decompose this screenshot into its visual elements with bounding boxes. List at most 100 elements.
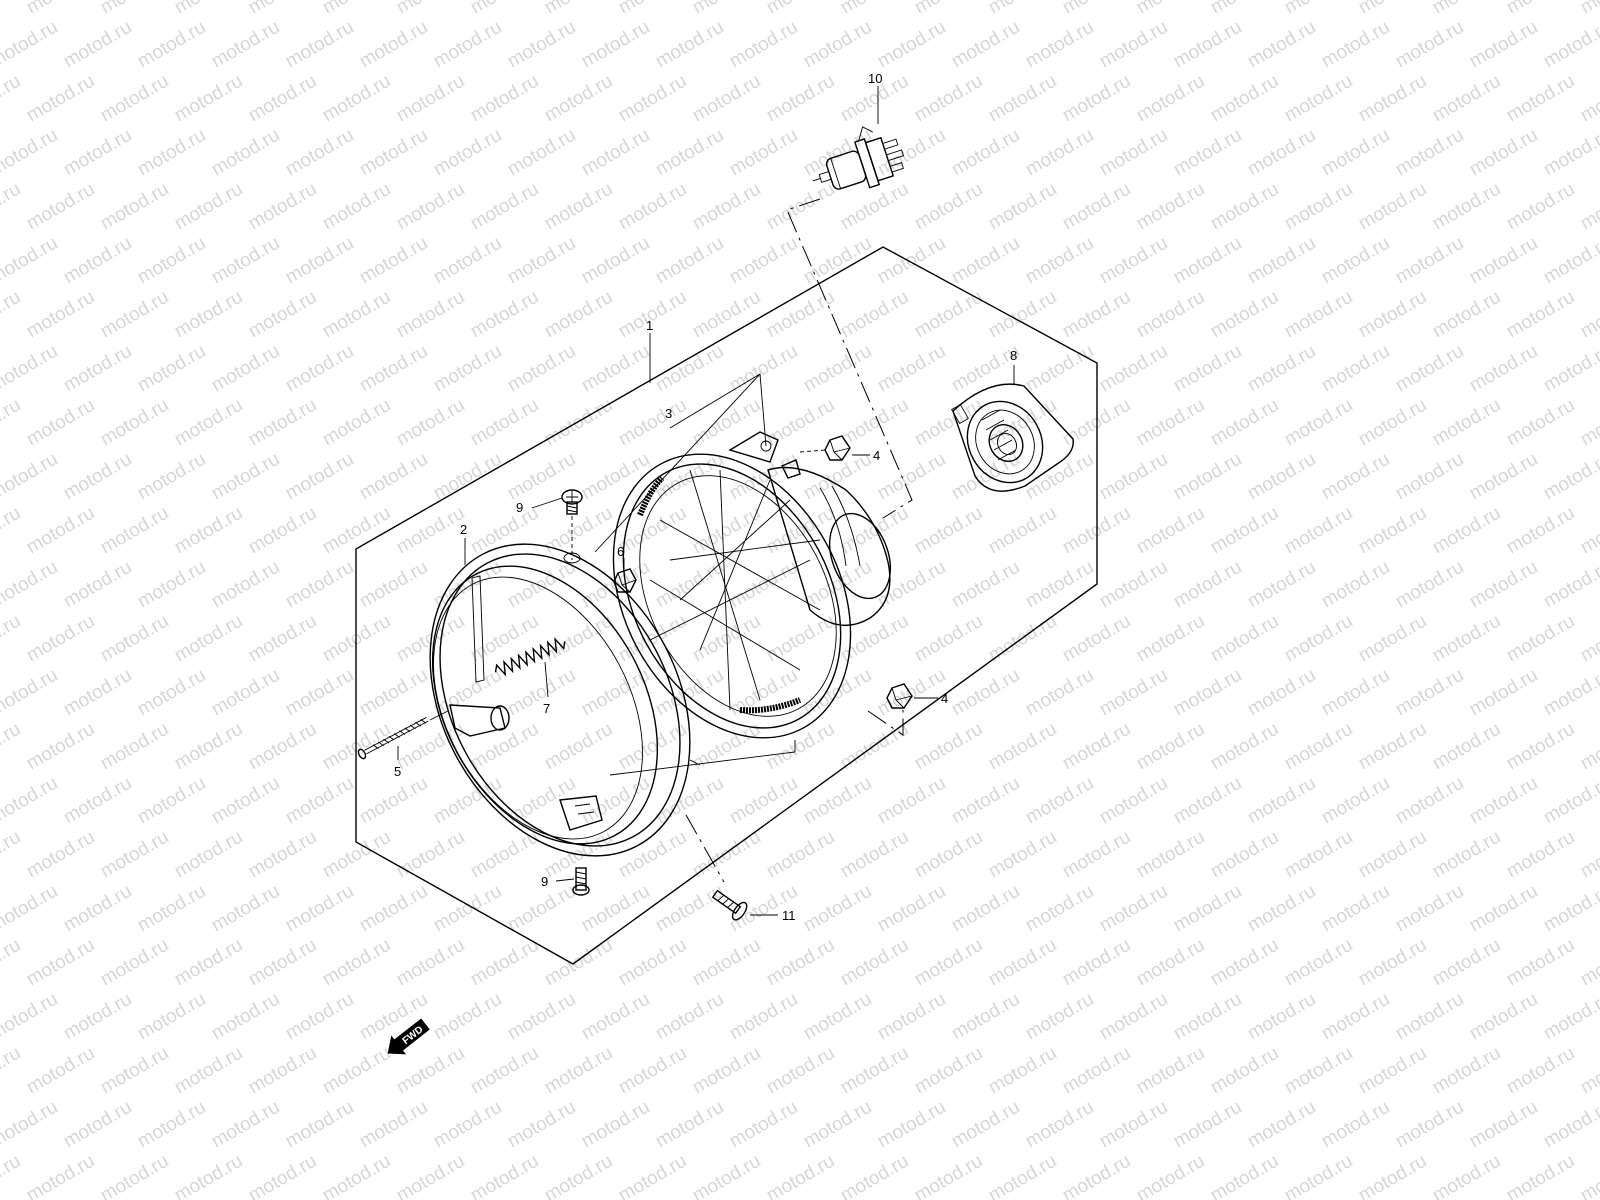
watermark-text: motod.ru: [282, 341, 357, 397]
watermark-text: motod.ru: [1540, 881, 1600, 937]
nut-4-lower-dashed-leader: [867, 710, 904, 736]
watermark-text: motod.ru: [0, 827, 24, 883]
watermark-text: motod.ru: [430, 773, 505, 829]
watermark-text: motod.ru: [763, 395, 838, 451]
watermark-text: motod.ru: [1022, 773, 1097, 829]
watermark-text: motod.ru: [467, 71, 542, 127]
watermark-text: motod.ru: [837, 287, 912, 343]
watermark-text: motod.ru: [948, 557, 1023, 613]
watermark-text: motod.ru: [208, 1097, 283, 1153]
watermark-text: motod.ru: [0, 503, 24, 559]
watermark-text: motod.ru: [1170, 989, 1245, 1045]
watermark-text: motod.ru: [1466, 233, 1541, 289]
watermark-text: motod.ru: [1170, 449, 1245, 505]
watermark-text: motod.ru: [541, 179, 616, 235]
watermark-text: motod.ru: [911, 719, 986, 775]
watermark-text: motod.ru: [1244, 989, 1319, 1045]
watermark-text: motod.ru: [541, 503, 616, 559]
watermark-text: motod.ru: [1022, 125, 1097, 181]
watermark-text: motod.ru: [578, 125, 653, 181]
watermark-text: motod.ru: [1540, 1097, 1600, 1153]
watermark-text: motod.ru: [874, 665, 949, 721]
watermark-text: motod.ru: [948, 125, 1023, 181]
watermark-text: motod.ru: [134, 989, 209, 1045]
watermark-text: motod.ru: [615, 71, 690, 127]
watermark-text: motod.ru: [134, 1097, 209, 1153]
watermark-text: motod.ru: [911, 287, 986, 343]
watermark-text: motod.ru: [1096, 665, 1171, 721]
watermark-text: motod.ru: [948, 233, 1023, 289]
watermark-text: motod.ru: [837, 0, 912, 18]
watermark-text: motod.ru: [208, 989, 283, 1045]
watermark-text: motod.ru: [504, 125, 579, 181]
watermark-text: motod.ru: [763, 1043, 838, 1099]
watermark-text: motod.ru: [1503, 0, 1578, 18]
rivet-part: [711, 889, 748, 921]
watermark-text: motod.ru: [504, 881, 579, 937]
watermark-text: motod.ru: [1096, 341, 1171, 397]
watermark-text: motod.ru: [134, 773, 209, 829]
watermark-text: motod.ru: [245, 0, 320, 18]
watermark-text: motod.ru: [171, 1043, 246, 1099]
watermark-text: motod.ru: [948, 449, 1023, 505]
watermark-text: motod.ru: [874, 233, 949, 289]
watermark-text: motod.ru: [393, 827, 468, 883]
watermark-text: motod.ru: [1540, 773, 1600, 829]
watermark-text: motod.ru: [319, 71, 394, 127]
watermark-text: motod.ru: [430, 449, 505, 505]
watermark-text: motod.ru: [504, 989, 579, 1045]
watermark-text: motod.ru: [1059, 827, 1134, 883]
watermark-text: motod.ru: [1577, 395, 1600, 451]
watermark-text: motod.ru: [356, 341, 431, 397]
watermark-text: motod.ru: [1318, 989, 1393, 1045]
watermark-text: motod.ru: [837, 395, 912, 451]
watermark-text: motod.ru: [911, 503, 986, 559]
watermark-text: motod.ru: [23, 71, 98, 127]
watermark-text: motod.ru: [1207, 0, 1282, 18]
watermark-text: motod.ru: [1281, 935, 1356, 991]
watermark-text: motod.ru: [0, 71, 24, 127]
watermark-text: motod.ru: [1133, 287, 1208, 343]
watermark-text: motod.ru: [1133, 719, 1208, 775]
watermark-text: motod.ru: [356, 881, 431, 937]
watermark-text: motod.ru: [245, 395, 320, 451]
watermark-text: motod.ru: [23, 935, 98, 991]
assembly-box: [355, 246, 1098, 965]
watermark-text: motod.ru: [356, 557, 431, 613]
watermark-text: motod.ru: [578, 233, 653, 289]
watermark-text: motod.ru: [245, 827, 320, 883]
watermark-text: motod.ru: [1170, 125, 1245, 181]
watermark-text: motod.ru: [911, 827, 986, 883]
watermark-text: motod.ru: [1429, 611, 1504, 667]
watermark-text: motod.ru: [504, 17, 579, 73]
watermark-text: motod.ru: [1244, 17, 1319, 73]
watermark-text: motod.ru: [1318, 773, 1393, 829]
watermark-text: motod.ru: [1281, 503, 1356, 559]
watermark-text: motod.ru: [1429, 71, 1504, 127]
watermark-text: motod.ru: [1429, 0, 1504, 18]
watermark-text: motod.ru: [837, 935, 912, 991]
watermark-text: motod.ru: [689, 179, 764, 235]
watermark-text: motod.ru: [726, 125, 801, 181]
watermark-text: motod.ru: [1503, 503, 1578, 559]
watermark-text: motod.ru: [1355, 179, 1430, 235]
watermark-text: motod.ru: [578, 1097, 653, 1153]
watermark-text: motod.ru: [1207, 1151, 1282, 1200]
watermark-text: motod.ru: [1503, 71, 1578, 127]
watermark-text: motod.ru: [1170, 881, 1245, 937]
watermark-text: motod.ru: [800, 773, 875, 829]
watermark-text: motod.ru: [467, 1151, 542, 1200]
watermark-text: motod.ru: [541, 395, 616, 451]
watermark-text: motod.ru: [467, 503, 542, 559]
watermark-text: motod.ru: [911, 935, 986, 991]
watermark-text: motod.ru: [0, 341, 61, 397]
watermark-text: motod.ru: [134, 341, 209, 397]
watermark-text: motod.ru: [1392, 449, 1467, 505]
watermark-text: motod.ru: [1577, 287, 1600, 343]
watermark-text: motod.ru: [97, 827, 172, 883]
watermark-text: motod.ru: [60, 449, 135, 505]
upper-screw-part: [561, 489, 583, 564]
watermark-text: motod.ru: [319, 1151, 394, 1200]
watermark-text: motod.ru: [1466, 125, 1541, 181]
